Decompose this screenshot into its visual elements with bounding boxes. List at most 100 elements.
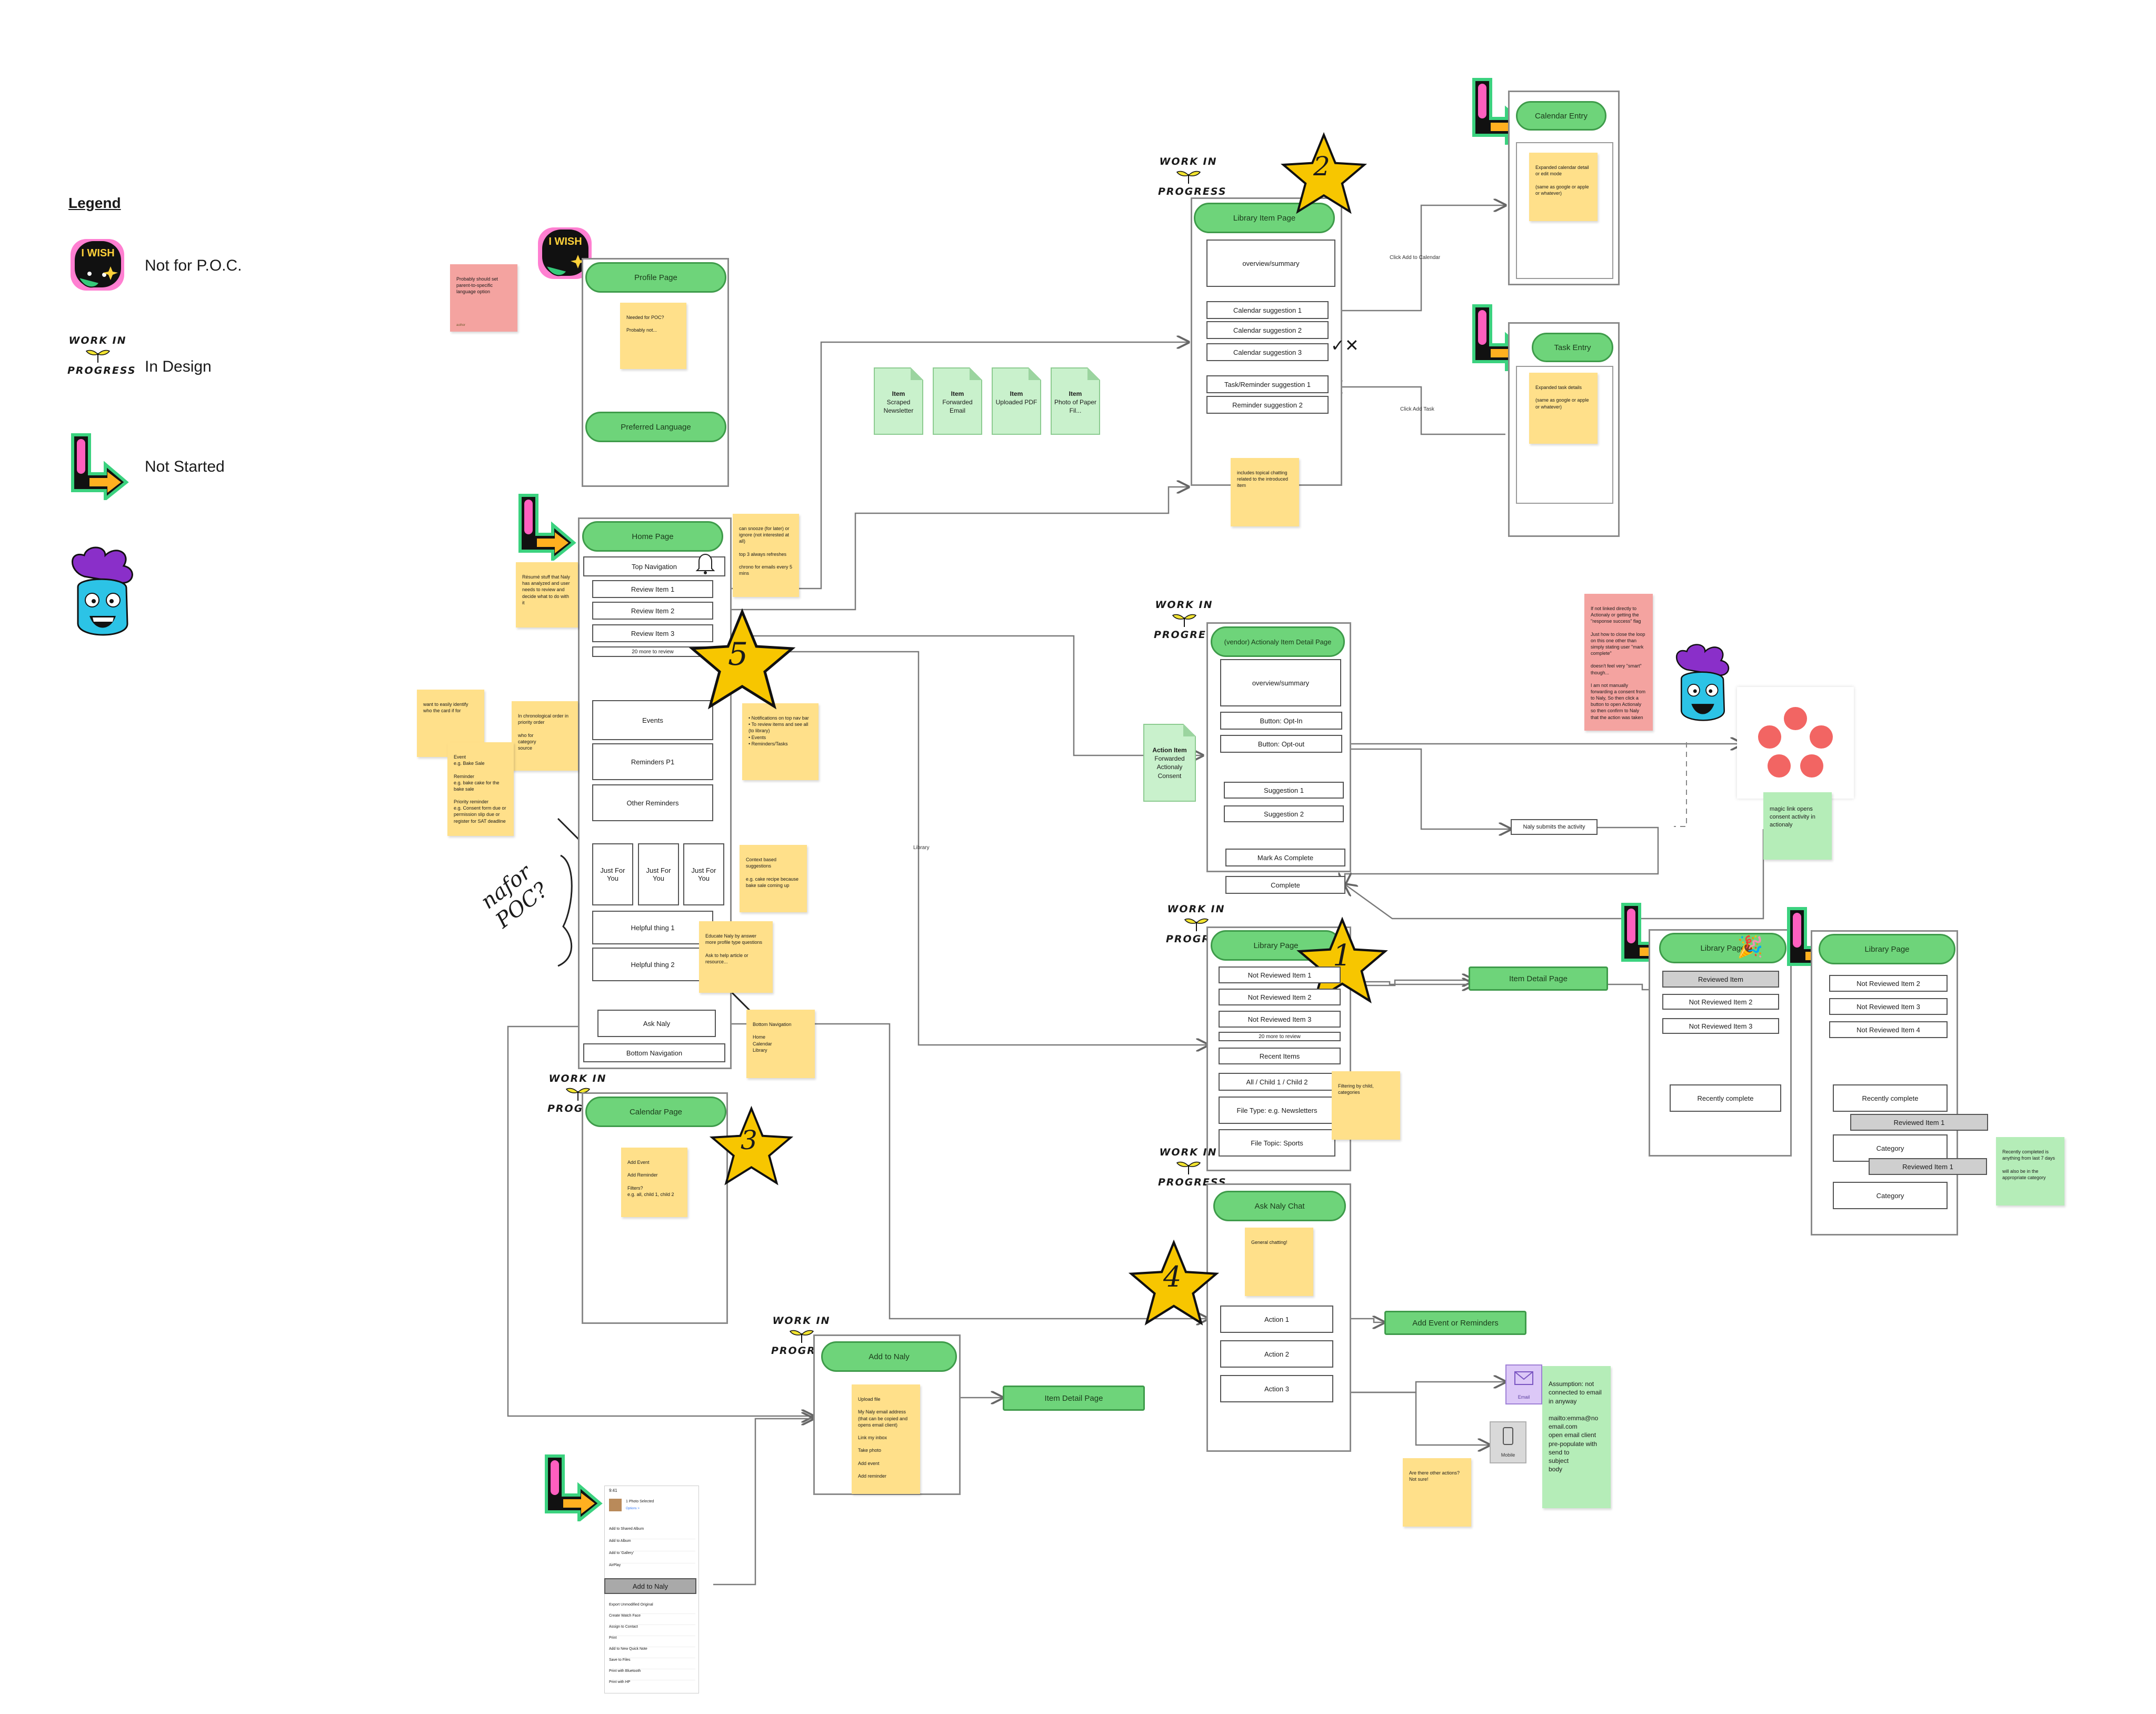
add-to-naly-share-button[interactable]: Add to Naly	[604, 1578, 696, 1594]
calendar-suggestion-3[interactable]: Calendar suggestion 3	[1206, 343, 1329, 361]
library-item-title[interactable]: Library Item Page	[1194, 203, 1335, 233]
share-row[interactable]: Print with HP	[609, 1680, 631, 1684]
filter-all-child[interactable]: All / Child 1 / Child 2	[1219, 1073, 1335, 1091]
library-item-detail[interactable]: Item Detail Page	[1469, 966, 1608, 991]
suggestion-1[interactable]: Suggestion 1	[1224, 782, 1344, 799]
recent-items[interactable]: Recent Items	[1219, 1048, 1341, 1064]
magic-link-sticky: magic link opens consent activity in act…	[1763, 792, 1832, 860]
just-for-you-2[interactable]: Just For You	[638, 843, 679, 905]
share-options[interactable]: Options >	[626, 1507, 640, 1510]
share-row[interactable]: Create Watch Face	[609, 1614, 695, 1625]
library3-not-reviewed-4[interactable]: Not Reviewed Item 4	[1829, 1021, 1948, 1038]
vendor-title[interactable]: (vendor) Actionaly Item Detail Page	[1211, 626, 1345, 657]
calendar-entry-title[interactable]: Calendar Entry	[1516, 101, 1606, 131]
i-wish-badge-text-2: I WISH	[548, 236, 582, 247]
library2-not-reviewed-3[interactable]: Not Reviewed Item 3	[1662, 1018, 1779, 1034]
library-item-wip-icon: WORK IN PROGRESS	[1158, 156, 1226, 197]
share-row[interactable]: Save to Files	[609, 1658, 695, 1669]
calendar-page-title[interactable]: Calendar Page	[585, 1097, 726, 1127]
wip-line2: PROGRESS	[67, 365, 136, 376]
action-3[interactable]: Action 3	[1220, 1375, 1333, 1402]
just-for-you-1[interactable]: Just For You	[592, 843, 633, 905]
bottom-navigation[interactable]: Bottom Navigation	[583, 1043, 725, 1062]
library3-sticky-text: Recently completed is anything from last…	[2002, 1149, 2055, 1180]
preferred-language-button[interactable]: Preferred Language	[585, 412, 726, 442]
library-more-to-review[interactable]: 20 more to review	[1219, 1032, 1341, 1041]
share-photo-thumb	[609, 1499, 622, 1511]
home-sticky-bullets-text: • Notifications on top nav bar • To revi…	[748, 715, 809, 746]
share-row[interactable]: Assign to Contact	[609, 1625, 695, 1636]
add-event-reminders[interactable]: Add Event or Reminders	[1384, 1311, 1526, 1335]
suggestion-2[interactable]: Suggestion 2	[1224, 805, 1344, 822]
share-start-icon	[542, 1453, 603, 1524]
action-1[interactable]: Action 1	[1220, 1306, 1333, 1333]
share-row[interactable]: Add to New Quick Note	[609, 1647, 695, 1658]
mark-as-complete[interactable]: Mark As Complete	[1225, 849, 1345, 866]
library-sticky: Filtering by child, categories	[1332, 1071, 1400, 1140]
bell-icon[interactable]	[695, 552, 716, 575]
add-naly-item-detail[interactable]: Item Detail Page	[1003, 1386, 1145, 1411]
just-for-you-3[interactable]: Just For You	[683, 843, 724, 905]
task-reminder-suggestion-1[interactable]: Task/Reminder suggestion 1	[1206, 375, 1329, 393]
share-row[interactable]: AirPlay	[609, 1563, 621, 1567]
more-to-review[interactable]: 20 more to review	[592, 646, 713, 657]
task-entry-title[interactable]: Task Entry	[1532, 333, 1613, 362]
share-row[interactable]: Add to Shared Album	[609, 1527, 695, 1539]
calendar-suggestion-1[interactable]: Calendar suggestion 1	[1206, 301, 1329, 319]
library3-not-reviewed-2[interactable]: Not Reviewed Item 2	[1829, 975, 1948, 992]
share-row[interactable]: Print	[609, 1636, 695, 1647]
star-5-number: 5	[728, 636, 748, 673]
other-reminders-box[interactable]: Other Reminders	[592, 784, 713, 821]
home-page-title[interactable]: Home Page	[582, 521, 723, 552]
library2-not-reviewed-2[interactable]: Not Reviewed Item 2	[1662, 994, 1779, 1010]
phone-icon	[1503, 1427, 1513, 1445]
mobile-tile[interactable]: Mobile	[1490, 1421, 1526, 1463]
library3-sticky: Recently completed is anything from last…	[1996, 1137, 2064, 1205]
share-row[interactable]: Print with Bluetooth	[609, 1669, 695, 1680]
review-item-1[interactable]: Review Item 1	[592, 580, 713, 598]
review-item-3[interactable]: Review Item 3	[592, 624, 713, 642]
vendor-overview[interactable]: overview/summary	[1220, 659, 1341, 706]
button-opt-in[interactable]: Button: Opt-In	[1220, 712, 1342, 730]
library2-recently-complete[interactable]: Recently complete	[1670, 1084, 1781, 1112]
button-opt-out[interactable]: Button: Opt-out	[1220, 735, 1342, 753]
library3-not-reviewed-3[interactable]: Not Reviewed Item 3	[1829, 998, 1948, 1015]
library3-recently-complete[interactable]: Recently complete	[1833, 1084, 1948, 1112]
wip-line1: WORK IN	[1159, 156, 1217, 167]
ask-chat-title[interactable]: Ask Naly Chat	[1213, 1191, 1346, 1221]
library-title[interactable]: Library Page	[1211, 930, 1341, 961]
email-tile[interactable]: Email	[1505, 1364, 1542, 1404]
not-reviewed-item-3[interactable]: Not Reviewed Item 3	[1219, 1011, 1341, 1028]
not-reviewed-item-2[interactable]: Not Reviewed Item 2	[1219, 989, 1341, 1005]
reminders-box[interactable]: Reminders P1	[592, 743, 713, 780]
filter-file-type[interactable]: File Type: e.g. Newsletters	[1219, 1097, 1335, 1124]
library2-reviewed-item[interactable]: Reviewed Item	[1662, 971, 1779, 988]
ask-naly-button[interactable]: Ask Naly	[597, 1010, 716, 1037]
share-row[interactable]: Export Unmodified Original	[609, 1603, 695, 1614]
library3-reviewed-item-1[interactable]: Reviewed Item 1	[1850, 1114, 1988, 1131]
complete-button[interactable]: Complete	[1225, 876, 1345, 894]
share-row[interactable]: Add to 'Gallery'	[609, 1551, 695, 1563]
library2-title[interactable]: Library Page	[1659, 933, 1786, 963]
library3-reviewed-item-1b[interactable]: Reviewed Item 1	[1869, 1158, 1987, 1175]
library3-title[interactable]: Library Page	[1819, 934, 1955, 964]
events-box[interactable]: Events	[592, 700, 713, 740]
reminder-suggestion-2[interactable]: Reminder suggestion 2	[1206, 396, 1329, 414]
action-2[interactable]: Action 2	[1220, 1340, 1333, 1368]
add-naly-title[interactable]: Add to Naly	[821, 1341, 957, 1372]
helpful-thing-1[interactable]: Helpful thing 1	[592, 911, 713, 944]
library-item-overview[interactable]: overview/summary	[1206, 240, 1335, 287]
calendar-suggestion-2[interactable]: Calendar suggestion 2	[1206, 321, 1329, 339]
review-item-2[interactable]: Review Item 2	[592, 602, 713, 620]
naly-submits-box[interactable]: Naly submits the activity	[1511, 819, 1598, 835]
filter-file-topic[interactable]: File Topic: Sports	[1219, 1129, 1335, 1157]
helpful-thing-2[interactable]: Helpful thing 2	[592, 948, 713, 981]
library3-category-2[interactable]: Category	[1833, 1182, 1948, 1209]
profile-page-title[interactable]: Profile Page	[585, 262, 726, 293]
home-sticky-context-text: Context based suggestions e.g. cake reci…	[746, 857, 799, 888]
library3-category[interactable]: Category	[1833, 1134, 1948, 1162]
not-reviewed-item-1[interactable]: Not Reviewed Item 1	[1219, 966, 1341, 983]
legend-in-design: In Design	[145, 358, 212, 375]
share-row[interactable]: Add to Album	[609, 1539, 695, 1551]
